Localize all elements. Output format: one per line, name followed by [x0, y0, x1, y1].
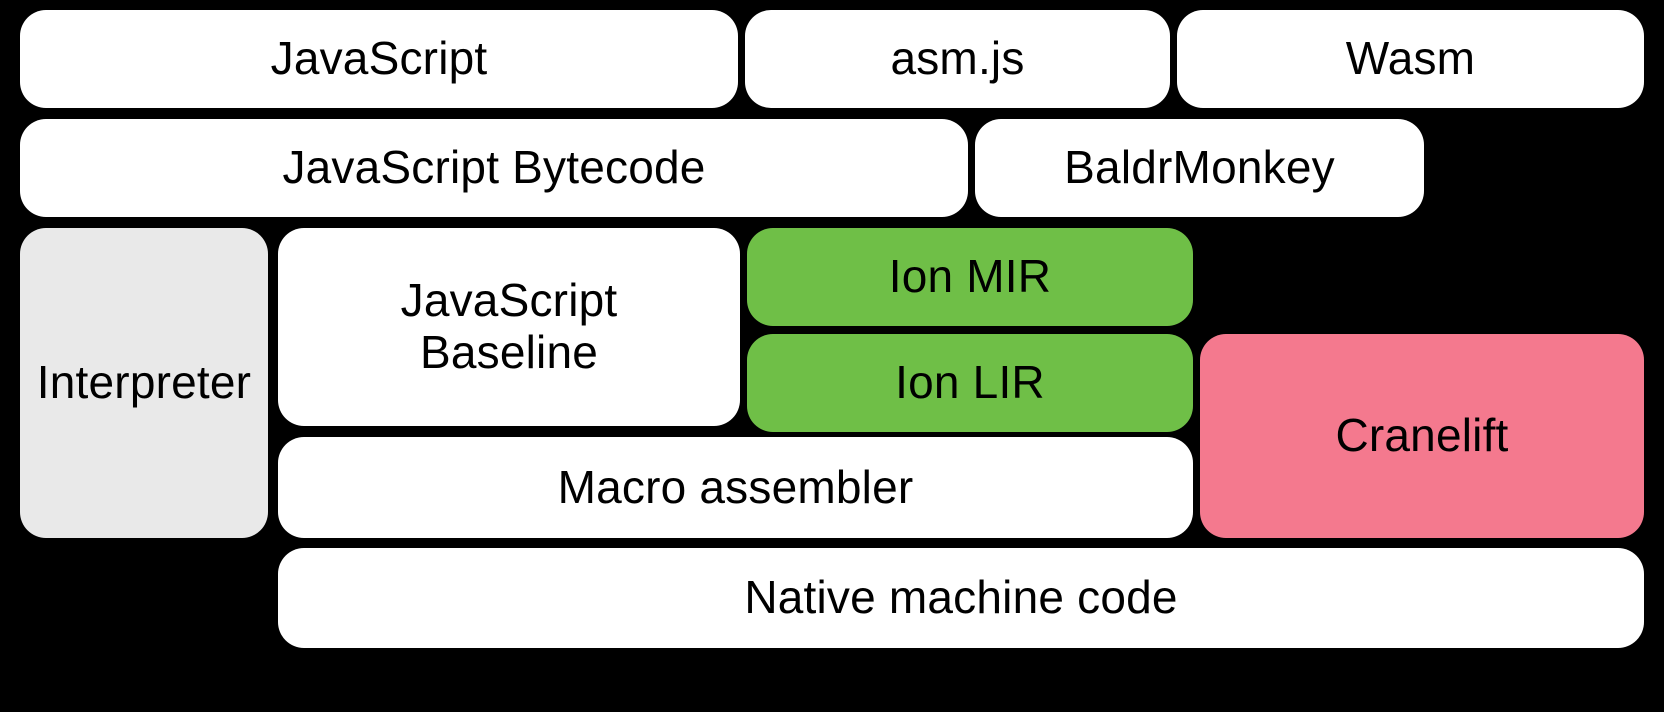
- node-native-machine-code: Native machine code: [278, 548, 1644, 648]
- node-javascript-bytecode: JavaScript Bytecode: [20, 119, 968, 217]
- node-javascript-baseline: JavaScript Baseline: [278, 228, 740, 426]
- node-asmjs: asm.js: [745, 10, 1170, 108]
- node-javascript: JavaScript: [20, 10, 738, 108]
- node-interpreter: Interpreter: [20, 228, 268, 538]
- node-baldrmonkey: BaldrMonkey: [975, 119, 1424, 217]
- node-macro-assembler: Macro assembler: [278, 437, 1193, 538]
- node-wasm: Wasm: [1177, 10, 1644, 108]
- node-ion-lir: Ion LIR: [747, 334, 1193, 432]
- node-cranelift: Cranelift: [1200, 334, 1644, 538]
- node-ion-mir: Ion MIR: [747, 228, 1193, 326]
